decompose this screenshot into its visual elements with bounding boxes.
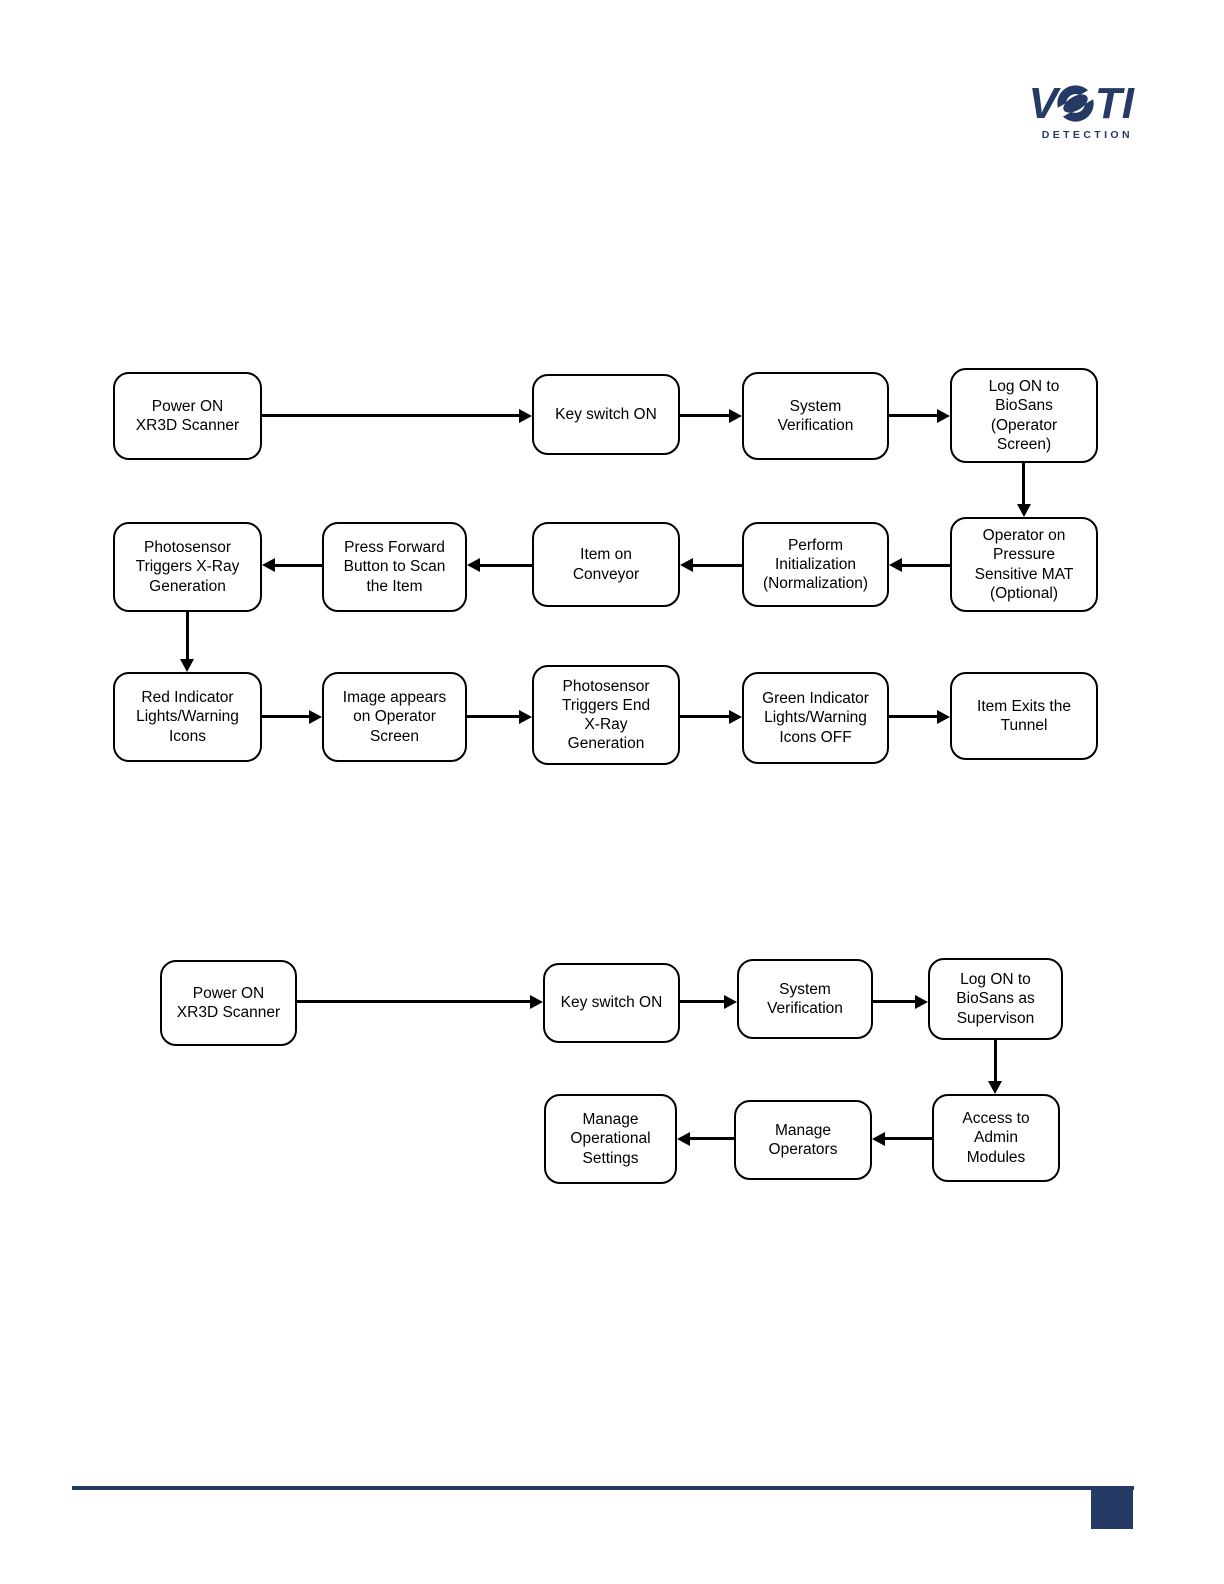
node2-power-on-scanner: Power ON XR3D Scanner xyxy=(160,960,297,1046)
arrowhead-right-icon xyxy=(729,409,742,423)
logo-letters-ti: TI xyxy=(1094,79,1134,128)
node-key-switch-on: Key switch ON xyxy=(532,374,680,455)
arrowhead-right-icon xyxy=(915,995,928,1009)
voti-swoosh-o-icon xyxy=(1054,83,1096,123)
arrowhead-right-icon xyxy=(309,710,322,724)
connector-line xyxy=(480,564,532,567)
arrowhead-right-icon xyxy=(937,710,950,724)
node-system-verification: System Verification xyxy=(742,372,889,460)
arrowhead-right-icon xyxy=(937,409,950,423)
logo-letter-v: V xyxy=(1028,79,1058,128)
connector-line xyxy=(262,414,519,417)
arrowhead-right-icon xyxy=(530,995,543,1009)
connector-line xyxy=(873,1000,915,1003)
connector-line xyxy=(680,715,729,718)
connector-line xyxy=(186,612,189,659)
node2-key-switch-on: Key switch ON xyxy=(543,963,680,1043)
node-red-indicator-lights: Red Indicator Lights/Warning Icons xyxy=(113,672,262,762)
connector-line xyxy=(680,414,729,417)
arrowhead-right-icon xyxy=(519,409,532,423)
arrowhead-right-icon xyxy=(724,995,737,1009)
arrowhead-down-icon xyxy=(180,659,194,672)
footer-accent-square xyxy=(1091,1490,1133,1529)
node-photosensor-end-xray: Photosensor Triggers End X-Ray Generatio… xyxy=(532,665,680,765)
connector-line xyxy=(467,715,519,718)
node2-manage-operational-settings: Manage Operational Settings xyxy=(544,1094,677,1184)
node2-manage-operators: Manage Operators xyxy=(734,1100,872,1180)
arrowhead-left-icon xyxy=(467,558,480,572)
node-image-appears-screen: Image appears on Operator Screen xyxy=(322,672,467,762)
connector-line xyxy=(297,1000,530,1003)
connector-line xyxy=(680,1000,724,1003)
node2-access-admin-modules: Access to Admin Modules xyxy=(932,1094,1060,1182)
arrowhead-left-icon xyxy=(680,558,693,572)
node-item-exits-tunnel: Item Exits the Tunnel xyxy=(950,672,1098,760)
arrowhead-left-icon xyxy=(262,558,275,572)
node-item-on-conveyor: Item on Conveyor xyxy=(532,522,680,607)
connector-line xyxy=(902,564,950,567)
node-green-indicator-lights-off: Green Indicator Lights/Warning Icons OFF xyxy=(742,672,889,764)
connector-line xyxy=(1022,463,1025,504)
arrowhead-down-icon xyxy=(988,1081,1002,1094)
logo-subtitle: DETECTION xyxy=(1041,129,1133,141)
connector-line xyxy=(690,1137,734,1140)
connector-line xyxy=(889,414,937,417)
node-press-forward-button: Press Forward Button to Scan the Item xyxy=(322,522,467,612)
node-operator-pressure-mat: Operator on Pressure Sensitive MAT (Opti… xyxy=(950,517,1098,612)
node-log-on-biosans-operator: Log ON to BioSans (Operator Screen) xyxy=(950,368,1098,463)
voti-wordmark: V TI xyxy=(994,82,1134,126)
footer-rule xyxy=(72,1486,1134,1490)
arrowhead-right-icon xyxy=(519,710,532,724)
voti-logo: V TI DETECTION xyxy=(994,82,1134,142)
node-power-on-scanner: Power ON XR3D Scanner xyxy=(113,372,262,460)
node-perform-initialization: Perform Initialization (Normalization) xyxy=(742,522,889,607)
arrowhead-right-icon xyxy=(729,710,742,724)
connector-line xyxy=(885,1137,932,1140)
connector-line xyxy=(693,564,742,567)
connector-line xyxy=(275,564,322,567)
node2-system-verification: System Verification xyxy=(737,959,873,1039)
arrowhead-left-icon xyxy=(889,558,902,572)
connector-line xyxy=(889,715,937,718)
node2-log-on-biosans-supervison: Log ON to BioSans as Supervison xyxy=(928,958,1063,1040)
node-photosensor-triggers-xray: Photosensor Triggers X-Ray Generation xyxy=(113,522,262,612)
arrowhead-left-icon xyxy=(872,1132,885,1146)
connector-line xyxy=(994,1040,997,1081)
arrowhead-down-icon xyxy=(1017,504,1031,517)
connector-line xyxy=(262,715,309,718)
arrowhead-left-icon xyxy=(677,1132,690,1146)
